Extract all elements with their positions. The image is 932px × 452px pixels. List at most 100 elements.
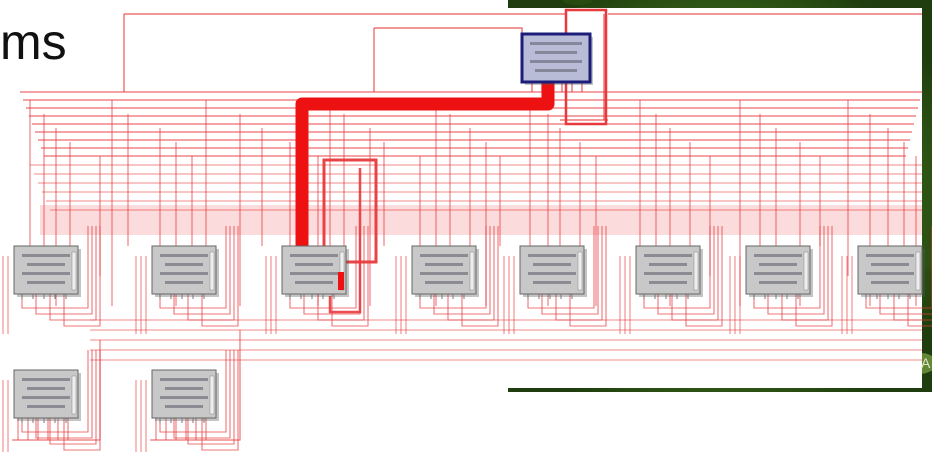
node-port-strip <box>803 251 809 291</box>
node-text-blur <box>425 263 463 266</box>
wire <box>893 294 932 321</box>
wire <box>63 226 101 327</box>
corner-glyph: A <box>921 355 931 371</box>
wire <box>865 226 932 309</box>
node-text-blur <box>165 387 203 390</box>
wire <box>331 226 369 327</box>
node-port-strip <box>469 251 475 291</box>
node-text-blur <box>871 263 909 266</box>
node-text-blur <box>290 272 338 275</box>
node-port-strip <box>71 251 77 291</box>
node-text-blur <box>754 254 802 257</box>
diagram-nodes <box>13 32 925 423</box>
node-text-blur <box>759 281 797 284</box>
wire <box>569 226 607 327</box>
wire <box>187 350 235 445</box>
node-box <box>520 32 592 84</box>
connection-wires <box>2 8 932 452</box>
node-text-blur <box>535 51 577 54</box>
node-highlight-marker <box>338 272 344 290</box>
wire <box>671 226 719 321</box>
wire <box>21 226 89 309</box>
diagram-root-node <box>520 32 593 85</box>
node-text-blur <box>420 272 468 275</box>
diagram-node <box>519 245 587 299</box>
diagram-node <box>281 245 349 299</box>
node-text-blur <box>22 396 70 399</box>
node-port-strip <box>209 375 215 415</box>
node-port-strip <box>577 251 583 291</box>
node-box <box>151 369 217 419</box>
node-text-blur <box>165 263 203 266</box>
node-text-blur <box>644 272 692 275</box>
node-text-blur <box>530 60 582 63</box>
wire <box>527 226 595 309</box>
node-text-blur <box>533 281 571 284</box>
node-box <box>281 245 347 295</box>
leaf-spot <box>919 248 932 269</box>
wire <box>322 158 378 264</box>
wire <box>317 226 365 321</box>
node-text-blur <box>22 378 70 381</box>
node-text-blur <box>528 254 576 257</box>
node-text-blur <box>165 405 203 408</box>
node-box <box>519 245 585 295</box>
highlighted-connection <box>295 82 555 250</box>
diagram-node <box>151 245 219 299</box>
node-box <box>635 245 701 295</box>
wire <box>159 226 227 309</box>
wire <box>795 226 833 327</box>
node-text-blur <box>530 42 582 45</box>
slide-title-fragment: ms <box>0 14 67 70</box>
node-box <box>151 245 217 295</box>
wire <box>150 330 241 441</box>
node-text-blur <box>27 281 65 284</box>
node-port-strip <box>693 251 699 291</box>
node-text-blur <box>22 254 70 257</box>
node-port-strip <box>915 251 921 291</box>
node-port-strip <box>209 251 215 291</box>
wire <box>781 226 829 321</box>
diagram-node <box>151 369 219 423</box>
wire <box>555 226 603 321</box>
wire <box>289 226 357 309</box>
node-text-blur <box>165 281 203 284</box>
node-text-blur <box>866 272 914 275</box>
node-text-blur <box>22 272 70 275</box>
node-text-blur <box>420 254 468 257</box>
diagram-node <box>635 245 703 299</box>
node-text-blur <box>754 272 802 275</box>
wire <box>328 168 362 314</box>
node-text-blur <box>27 387 65 390</box>
node-text-blur <box>866 254 914 257</box>
wire <box>461 226 499 327</box>
diagram-node <box>13 369 81 423</box>
node-text-blur <box>535 69 577 72</box>
wire-band <box>40 205 922 235</box>
wire <box>201 350 239 451</box>
diagram-node <box>857 245 925 299</box>
node-box <box>13 245 79 295</box>
node-text-blur <box>649 281 687 284</box>
wire <box>685 226 723 327</box>
leaf-spot <box>563 0 593 6</box>
node-text-blur <box>160 378 208 381</box>
node-text-blur <box>27 263 65 266</box>
diagram-node <box>13 245 81 299</box>
wire <box>21 350 89 433</box>
wire <box>49 350 97 445</box>
node-text-blur <box>160 254 208 257</box>
node-text-blur <box>533 263 571 266</box>
node-text-blur <box>160 272 208 275</box>
node-text-blur <box>27 405 65 408</box>
node-text-blur <box>425 281 463 284</box>
node-text-blur <box>290 254 338 257</box>
node-text-blur <box>528 272 576 275</box>
node-port-strip <box>71 375 77 415</box>
node-box <box>411 245 477 295</box>
wire <box>12 340 101 441</box>
wire <box>187 226 235 321</box>
node-text-blur <box>295 263 333 266</box>
